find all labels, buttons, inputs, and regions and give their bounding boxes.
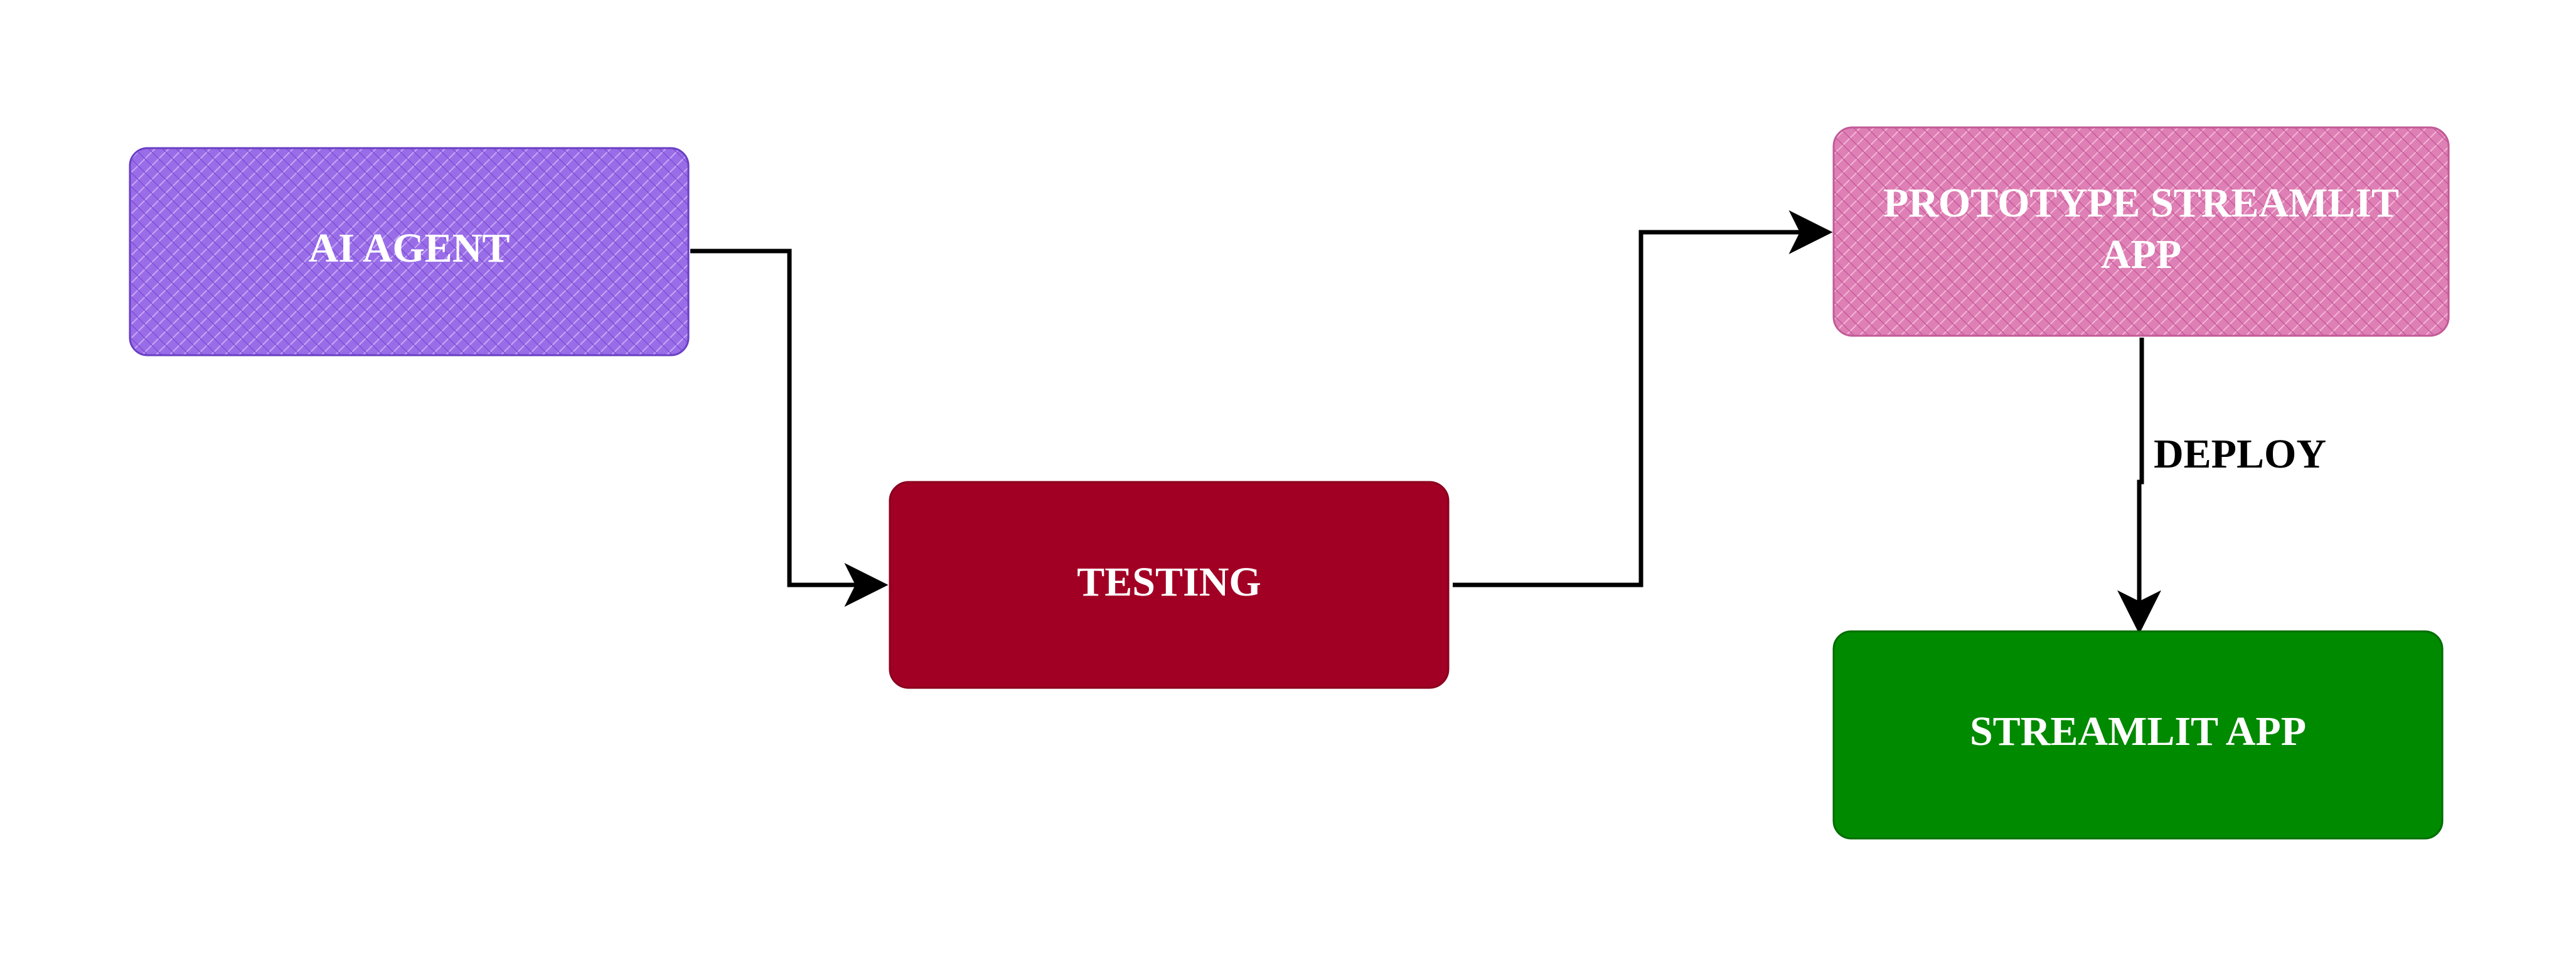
node-prototype-label-line1: PROTOTYPE STREAMLIT	[1883, 180, 2399, 226]
node-prototype-border	[1832, 126, 2450, 337]
node-streamlit-app-label: STREAMLIT APP	[1970, 709, 2306, 754]
node-ai-agent-box	[130, 148, 688, 355]
node-ai-agent-border	[129, 147, 690, 356]
edge-prototype-to-streamlit-app[interactable]	[2117, 338, 2161, 634]
node-ai-agent[interactable]: AI AGENT	[129, 147, 690, 356]
node-prototype-streamlit-app[interactable]: PROTOTYPE STREAMLIT APP	[1832, 126, 2450, 337]
node-testing[interactable]: TESTING	[889, 481, 1450, 689]
node-prototype-label-line2: APP	[2101, 232, 2181, 277]
deploy-edge-label: DEPLOY	[2154, 431, 2326, 477]
node-prototype-box	[1834, 127, 2449, 336]
edge-testing-to-prototype[interactable]	[1453, 210, 1833, 587]
node-streamlit-app[interactable]: STREAMLIT APP	[1832, 630, 2444, 840]
node-testing-box	[889, 481, 1450, 689]
node-streamlit-app-box	[1832, 630, 2444, 840]
node-testing-label: TESTING	[1077, 559, 1261, 605]
edges	[690, 210, 2161, 634]
node-ai-agent-label: AI AGENT	[309, 225, 510, 271]
edge-ai-agent-to-testing[interactable]	[690, 249, 889, 607]
